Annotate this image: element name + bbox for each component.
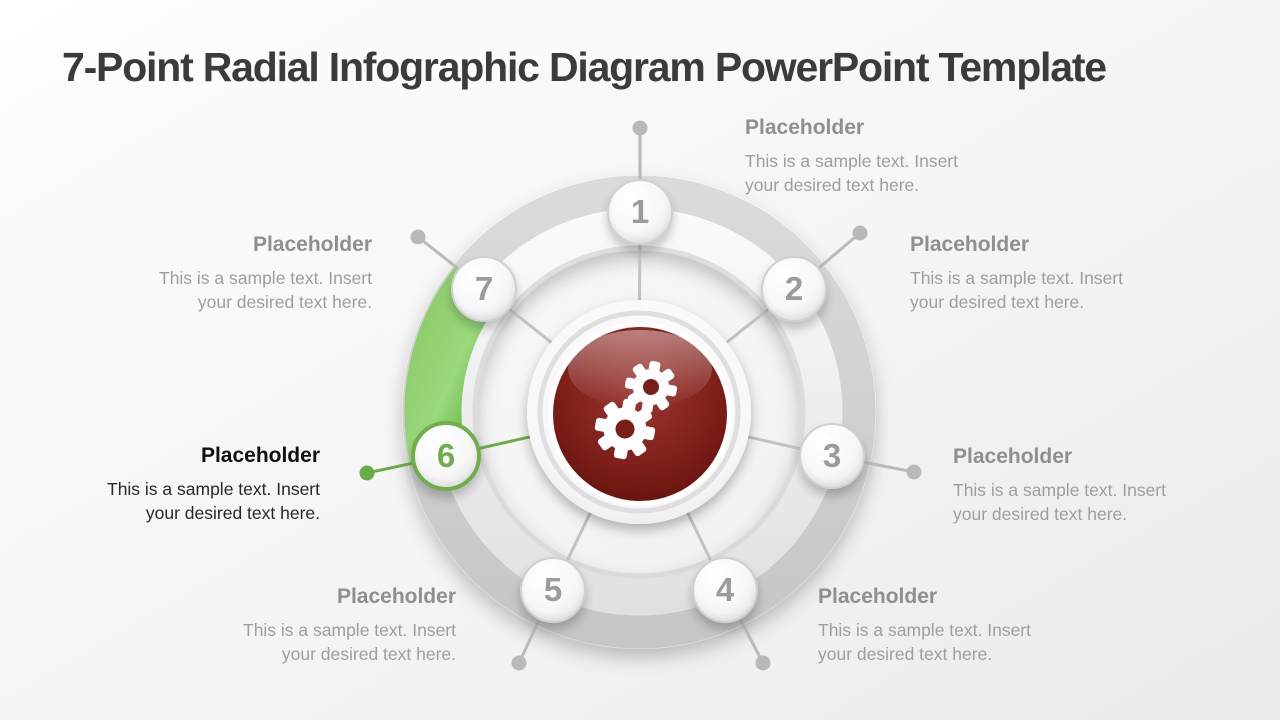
label-heading: Placeholder [745, 116, 865, 139]
label-heading: Placeholder [336, 585, 456, 608]
node-circle-3[interactable]: 3 [799, 423, 865, 489]
label-heading: Placeholder [910, 233, 1030, 256]
node-circle-2[interactable]: 2 [761, 256, 827, 322]
label-heading: Placeholder [252, 233, 372, 256]
label-block-6[interactable]: Placeholder This is a sample text. Inser… [70, 444, 320, 525]
node-circle-4[interactable]: 4 [692, 557, 758, 623]
label-body: This is a sample text. Insert your desir… [745, 151, 958, 195]
node-circle-5[interactable]: 5 [520, 557, 586, 623]
label-heading: Placeholder [953, 445, 1073, 468]
label-block-1[interactable]: Placeholder This is a sample text. Inser… [745, 116, 995, 197]
label-block-5[interactable]: Placeholder This is a sample text. Inser… [206, 585, 456, 666]
slide-title: 7-Point Radial Infographic Diagram Power… [62, 44, 1107, 90]
label-body: This is a sample text. Insert your desir… [159, 268, 372, 312]
label-block-2[interactable]: Placeholder This is a sample text. Inser… [910, 233, 1160, 314]
label-block-3[interactable]: Placeholder This is a sample text. Inser… [953, 445, 1203, 526]
label-heading: Placeholder [818, 585, 938, 608]
gears-icon [594, 360, 678, 460]
label-body: This is a sample text. Insert your desir… [243, 620, 456, 664]
center-button[interactable] [527, 300, 751, 524]
node-circle-7[interactable]: 7 [451, 256, 517, 322]
label-block-4[interactable]: Placeholder This is a sample text. Inser… [818, 585, 1068, 666]
label-body: This is a sample text. Insert your desir… [910, 268, 1123, 312]
label-body: This is a sample text. Insert your desir… [953, 480, 1166, 524]
node-circle-6[interactable]: 6 [411, 421, 481, 491]
label-heading: Placeholder [200, 444, 320, 467]
label-body: This is a sample text. Insert your desir… [107, 479, 320, 523]
node-circle-1[interactable]: 1 [607, 179, 673, 245]
label-body: This is a sample text. Insert your desir… [818, 620, 1031, 664]
label-block-7[interactable]: Placeholder This is a sample text. Inser… [122, 233, 372, 314]
